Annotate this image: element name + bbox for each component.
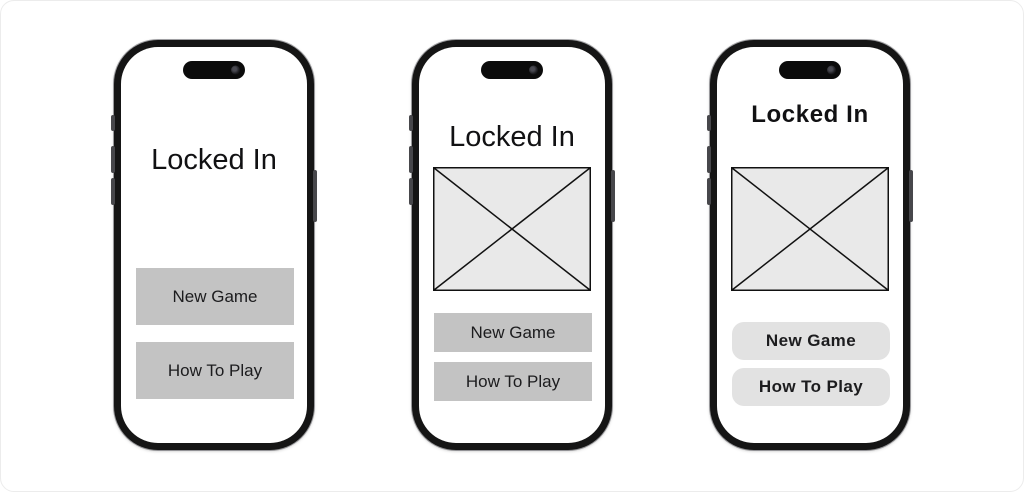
app-title: Locked In <box>151 144 277 176</box>
phone-mockup-lofi: Locked In New Game How To Play <box>111 40 317 450</box>
app-title: Locked In <box>751 101 869 128</box>
power-button <box>611 170 615 222</box>
phone-screen: Locked In New Game How To Play <box>419 47 605 443</box>
power-button <box>909 170 913 222</box>
volume-up-button <box>707 146 711 173</box>
dynamic-island <box>481 61 543 79</box>
dynamic-island <box>779 61 841 79</box>
crossed-box-image-placeholder-icon <box>731 167 889 291</box>
mute-switch <box>111 115 115 131</box>
camera-dot-icon <box>231 65 240 75</box>
volume-down-button <box>707 178 711 205</box>
volume-down-button <box>409 178 413 205</box>
volume-up-button <box>409 146 413 173</box>
how-to-play-button[interactable]: How To Play <box>732 368 890 406</box>
camera-dot-icon <box>529 65 538 75</box>
phone-mockup-midfi: Locked In New Game How To Play <box>409 40 615 450</box>
phone-screen: Locked In New Game How To Play <box>717 47 903 443</box>
app-title: Locked In <box>449 121 575 153</box>
how-to-play-button[interactable]: How To Play <box>434 362 592 401</box>
power-button <box>313 170 317 222</box>
crossed-box-image-placeholder-icon <box>433 167 591 291</box>
volume-up-button <box>111 146 115 173</box>
phone-mockup-hifi: Locked In New Game How To Play <box>707 40 913 450</box>
phone-screen: Locked In New Game How To Play <box>121 47 307 443</box>
new-game-button[interactable]: New Game <box>434 313 592 352</box>
dynamic-island <box>183 61 245 79</box>
volume-down-button <box>111 178 115 205</box>
camera-dot-icon <box>827 65 836 75</box>
mute-switch <box>707 115 711 131</box>
mute-switch <box>409 115 413 131</box>
how-to-play-button[interactable]: How To Play <box>136 342 294 399</box>
new-game-button[interactable]: New Game <box>136 268 294 325</box>
new-game-button[interactable]: New Game <box>732 322 890 360</box>
